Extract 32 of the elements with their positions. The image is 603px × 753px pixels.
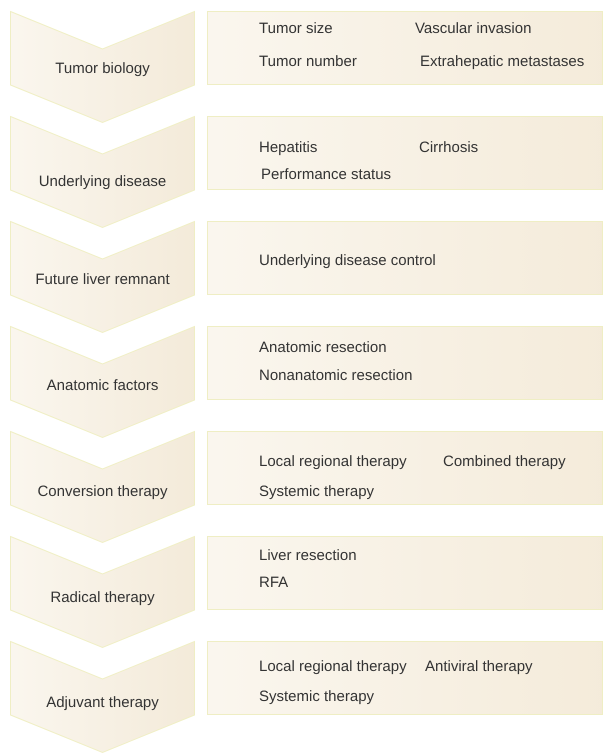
factor-panel <box>207 536 603 610</box>
factor-item: Antiviral therapy <box>425 658 533 676</box>
factor-item: Local regional therapy <box>259 658 407 676</box>
factor-panel <box>207 431 603 505</box>
factor-item: Anatomic resection <box>259 339 387 357</box>
factor-item: Performance status <box>261 166 392 184</box>
factor-panel <box>207 116 603 190</box>
factor-item: Underlying disease control <box>259 252 436 270</box>
factor-item: Vascular invasion <box>415 20 532 38</box>
factor-item: Systemic therapy <box>259 688 374 706</box>
factor-panel <box>207 11 603 85</box>
factor-item: RFA <box>259 574 288 592</box>
stage-label: Radical therapy <box>49 589 156 607</box>
factor-item: Systemic therapy <box>259 483 374 501</box>
stage-label: Tumor biology <box>54 60 151 78</box>
stage-label: Underlying disease <box>38 173 168 191</box>
factor-item: Tumor number <box>259 53 357 71</box>
stage-label: Conversion therapy <box>36 483 169 501</box>
stage-label: Future liver remnant <box>34 271 171 289</box>
stage-label: Adjuvant therapy <box>45 694 160 712</box>
factor-item: Liver resection <box>259 547 357 565</box>
factor-panel <box>207 641 603 715</box>
factor-item: Hepatitis <box>259 139 318 157</box>
factor-panel <box>207 326 603 400</box>
factor-item: Cirrhosis <box>419 139 478 157</box>
factor-item: Extrahepatic metastases <box>420 53 584 71</box>
factor-item: Nonanatomic resection <box>259 367 412 385</box>
stage-label: Anatomic factors <box>46 377 160 395</box>
factor-panel <box>207 221 603 295</box>
factor-item: Tumor size <box>259 20 333 38</box>
factor-item: Combined therapy <box>443 453 566 471</box>
factor-item: Local regional therapy <box>259 453 407 471</box>
